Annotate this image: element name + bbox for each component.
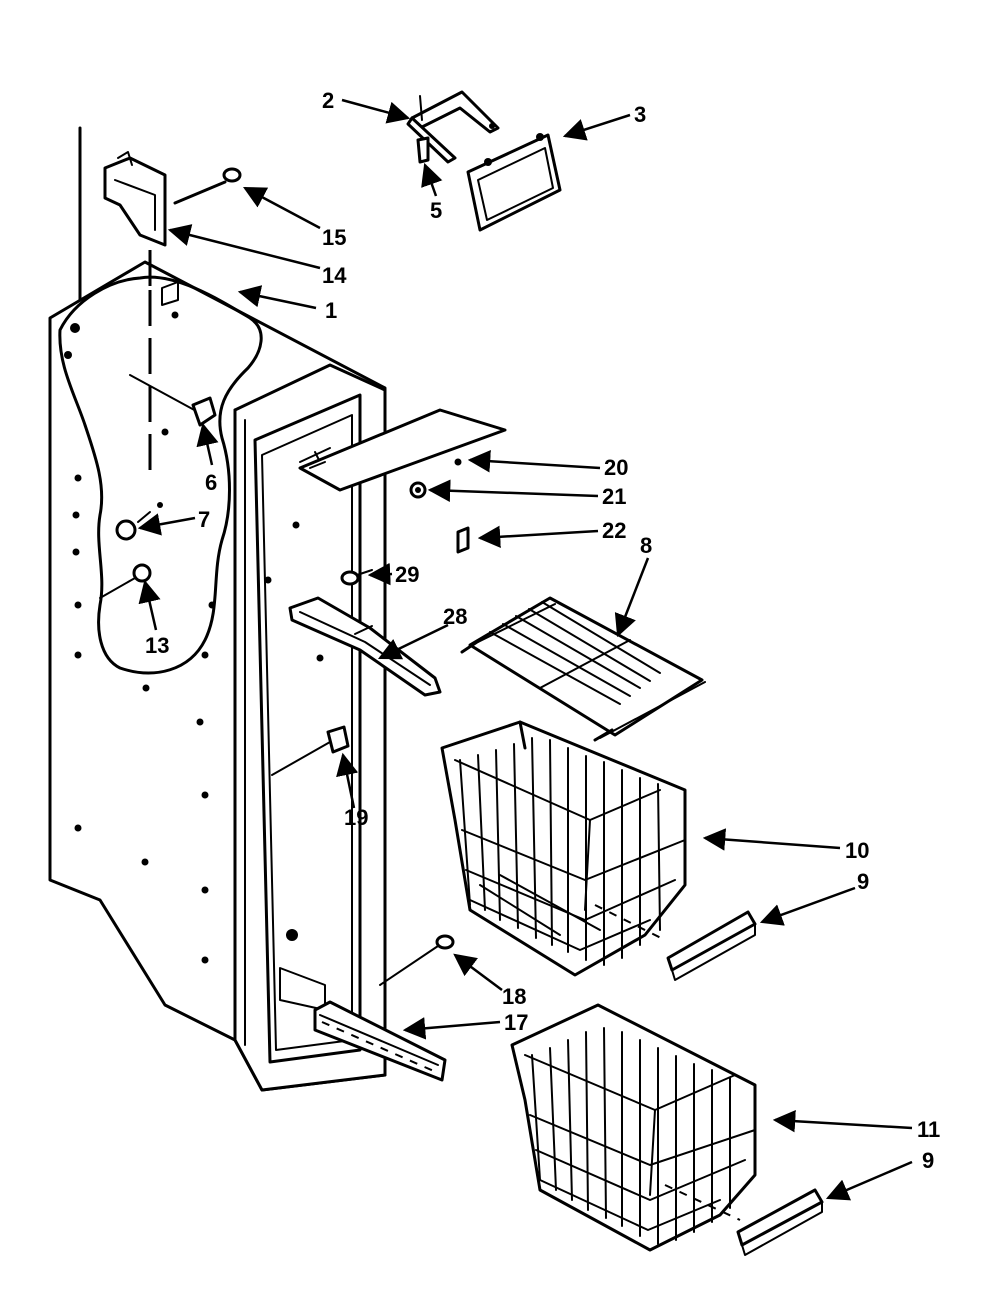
callout-20: 20 [604, 455, 628, 480]
basket-part-11 [510, 1003, 757, 1252]
bracket-part-14 [103, 151, 167, 247]
callout-leaders [137, 98, 913, 1201]
callout-29: 29 [395, 562, 419, 587]
wire-shelf-part-8 [460, 596, 706, 742]
screw-part-18 [379, 934, 455, 986]
callout-21: 21 [602, 484, 626, 509]
callout-10: 10 [845, 838, 869, 863]
screw-part-21 [409, 481, 427, 499]
callout-6: 6 [205, 470, 217, 495]
basket-part-10 [440, 720, 687, 977]
callout-11: 11 [917, 1117, 940, 1142]
screw-part-5 [416, 136, 430, 164]
callout-9-lower: 9 [922, 1148, 934, 1173]
callout-9-upper: 9 [857, 869, 869, 894]
screw-part-29 [340, 569, 373, 586]
clip-part-22 [456, 526, 470, 554]
callout-17: 17 [504, 1010, 528, 1035]
callout-28: 28 [443, 604, 467, 629]
handle-part-9-upper [666, 910, 757, 981]
part-6-clip [129, 374, 217, 427]
callout-7: 7 [198, 507, 210, 532]
callout-15: 15 [322, 225, 346, 250]
shelf-support-part-28 [288, 596, 442, 697]
callout-8: 8 [640, 533, 652, 558]
callout-18: 18 [502, 984, 526, 1009]
cover-part-3 [466, 133, 562, 232]
callout-19: 19 [344, 805, 368, 830]
callout-13: 13 [145, 633, 169, 658]
handle-part-9-lower [736, 1188, 824, 1256]
part-13-fastener [99, 563, 152, 599]
callout-14: 14 [322, 263, 347, 288]
trim-strip-part-17 [313, 1000, 447, 1082]
callout-3: 3 [634, 102, 646, 127]
callout-labels: 2 3 5 15 14 1 6 7 13 19 20 21 22 29 28 8… [145, 88, 940, 1173]
callout-5: 5 [430, 198, 442, 223]
screw-part-15 [173, 167, 242, 205]
plate-part-20 [298, 408, 507, 492]
callout-1: 1 [325, 298, 337, 323]
callout-2: 2 [322, 88, 334, 113]
callout-22: 22 [602, 518, 626, 543]
part-19-fastener [271, 725, 350, 776]
hinge-bracket-part-2 [406, 90, 500, 164]
